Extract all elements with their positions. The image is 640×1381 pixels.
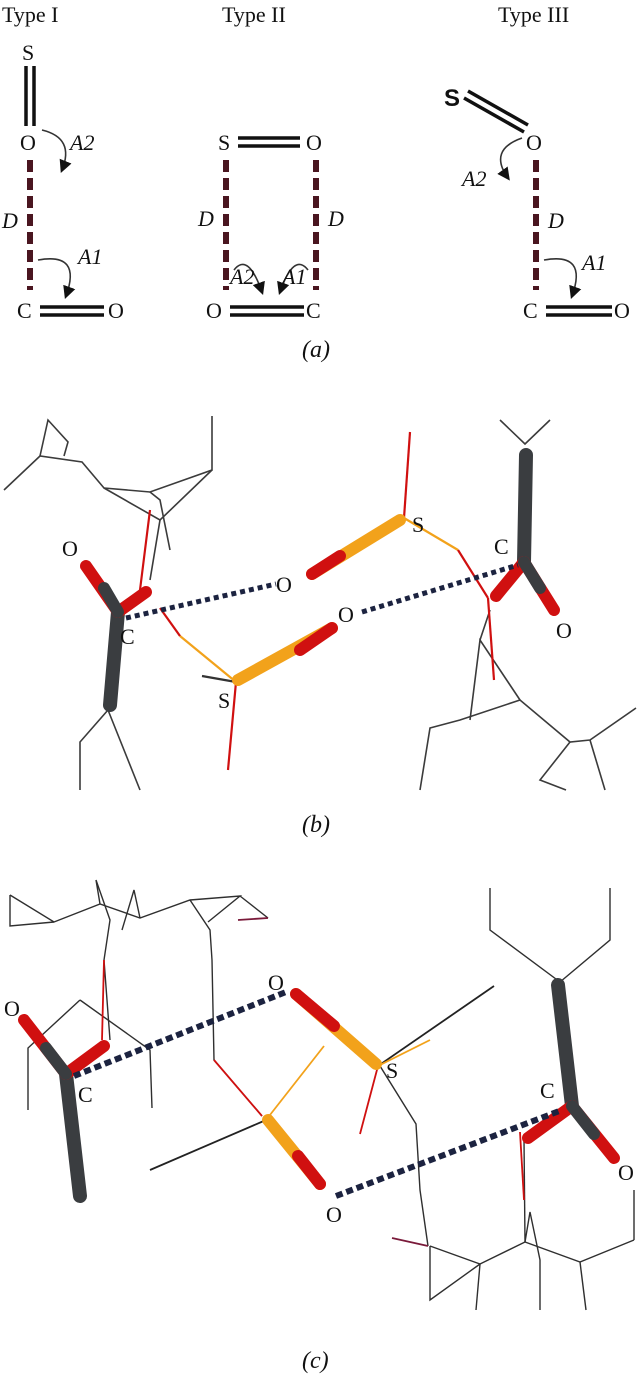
- type-i-a1-label: A1: [76, 244, 102, 269]
- panel-b-contacts: [125, 562, 519, 621]
- type-i-a2-label: A2: [68, 130, 94, 155]
- type-i-a2-arrow: [41, 129, 72, 173]
- type-iii-label: Type III: [498, 2, 569, 27]
- panel-c-thin-bonds: [101, 917, 525, 1247]
- type-ii-o-atom: O: [306, 130, 322, 155]
- panel-b-o-label-2: O: [276, 572, 292, 597]
- panel-c-o-label-3: O: [618, 1160, 634, 1185]
- panel-b-c-bond-left: [103, 605, 125, 712]
- panel-b-contact-left: [125, 581, 277, 621]
- panel-b-thin-bonds: [138, 431, 496, 771]
- type-i-label: Type I: [2, 2, 59, 27]
- panel-b-o-label-1: O: [62, 536, 78, 561]
- panel-c-caption: (c): [302, 1348, 329, 1374]
- type-ii-label: Type II: [222, 2, 286, 27]
- type-i-s-atom: S: [22, 40, 34, 65]
- panel-c-contact-top: [72, 989, 288, 1079]
- type-ii-diagram: S O D D A2 A1 O C: [197, 130, 344, 323]
- type-iii-a1-label: A1: [580, 250, 606, 275]
- panel-c-contacts: [72, 989, 564, 1199]
- type-i-o2-atom: O: [108, 298, 124, 323]
- panel-c-c-bond-right: [551, 978, 579, 1113]
- type-iii-s-atom: S: [444, 85, 460, 112]
- type-i-c-atom: C: [17, 298, 32, 323]
- panel-b-thick-bonds: [80, 448, 560, 712]
- panel-c-contact-bottom: [334, 1107, 564, 1199]
- panel-b: O C O S C O O S (b): [3, 416, 637, 838]
- panel-c-c-label-2: C: [540, 1078, 555, 1103]
- panel-c-c-bond-left: [59, 1067, 87, 1203]
- type-ii-c-atom: C: [306, 298, 321, 323]
- panel-b-s-label-1: S: [412, 512, 424, 537]
- panel-c-o-label-2: O: [268, 970, 284, 995]
- type-ii-o2-atom: O: [206, 298, 222, 323]
- type-ii-s-atom: S: [218, 130, 230, 155]
- panel-b-caption: (b): [302, 812, 330, 838]
- type-iii-diagram: S O A2 D A1 C O: [444, 85, 630, 323]
- type-ii-d-label-right: D: [327, 206, 344, 231]
- type-ii-a2-label: A2: [228, 264, 254, 289]
- type-ii-a2-arrow: [233, 263, 265, 296]
- type-iii-a2-label: A2: [460, 166, 486, 191]
- panel-b-wireframe: [3, 416, 637, 791]
- panel-b-contact-right: [361, 562, 519, 615]
- panel-b-s-label-2: S: [218, 688, 230, 713]
- type-iii-a1-arrow: [543, 258, 582, 300]
- panel-c-o-label-4: O: [326, 1202, 342, 1227]
- panel-b-c-label-1: C: [120, 624, 135, 649]
- panel-b-o-label-3: O: [338, 602, 354, 627]
- type-iii-c-atom: C: [523, 298, 538, 323]
- type-i-o-atom: O: [20, 130, 36, 155]
- panel-a-caption: (a): [302, 337, 330, 363]
- type-iii-d-label: D: [547, 208, 564, 233]
- panel-b-c-bond-right: [517, 448, 533, 569]
- panel-c-o-label-1: O: [4, 996, 20, 1021]
- panel-c-thick-bonds: [18, 978, 620, 1203]
- panel-b-c-label-2: C: [494, 534, 509, 559]
- type-ii-a1-label: A1: [280, 264, 306, 289]
- panel-c-c-label-1: C: [78, 1082, 93, 1107]
- type-i-diagram: S O A2 D A1 C O: [1, 40, 124, 323]
- type-iii-o2-atom: O: [614, 298, 630, 323]
- type-i-d-label: D: [1, 208, 18, 233]
- panel-a: Type I Type II Type III S O A2 D A1 C O …: [1, 2, 630, 363]
- type-iii-o-atom: O: [526, 130, 542, 155]
- panel-c: O C O S C O O (c): [4, 879, 635, 1374]
- type-iii-a2-arrow: [497, 137, 523, 181]
- panel-c-s-label: S: [386, 1058, 398, 1083]
- type-ii-d-label-left: D: [197, 206, 214, 231]
- panel-b-o-label-4: O: [556, 618, 572, 643]
- type-ii-a1-arrow: [277, 263, 309, 296]
- type-i-a1-arrow: [37, 258, 76, 300]
